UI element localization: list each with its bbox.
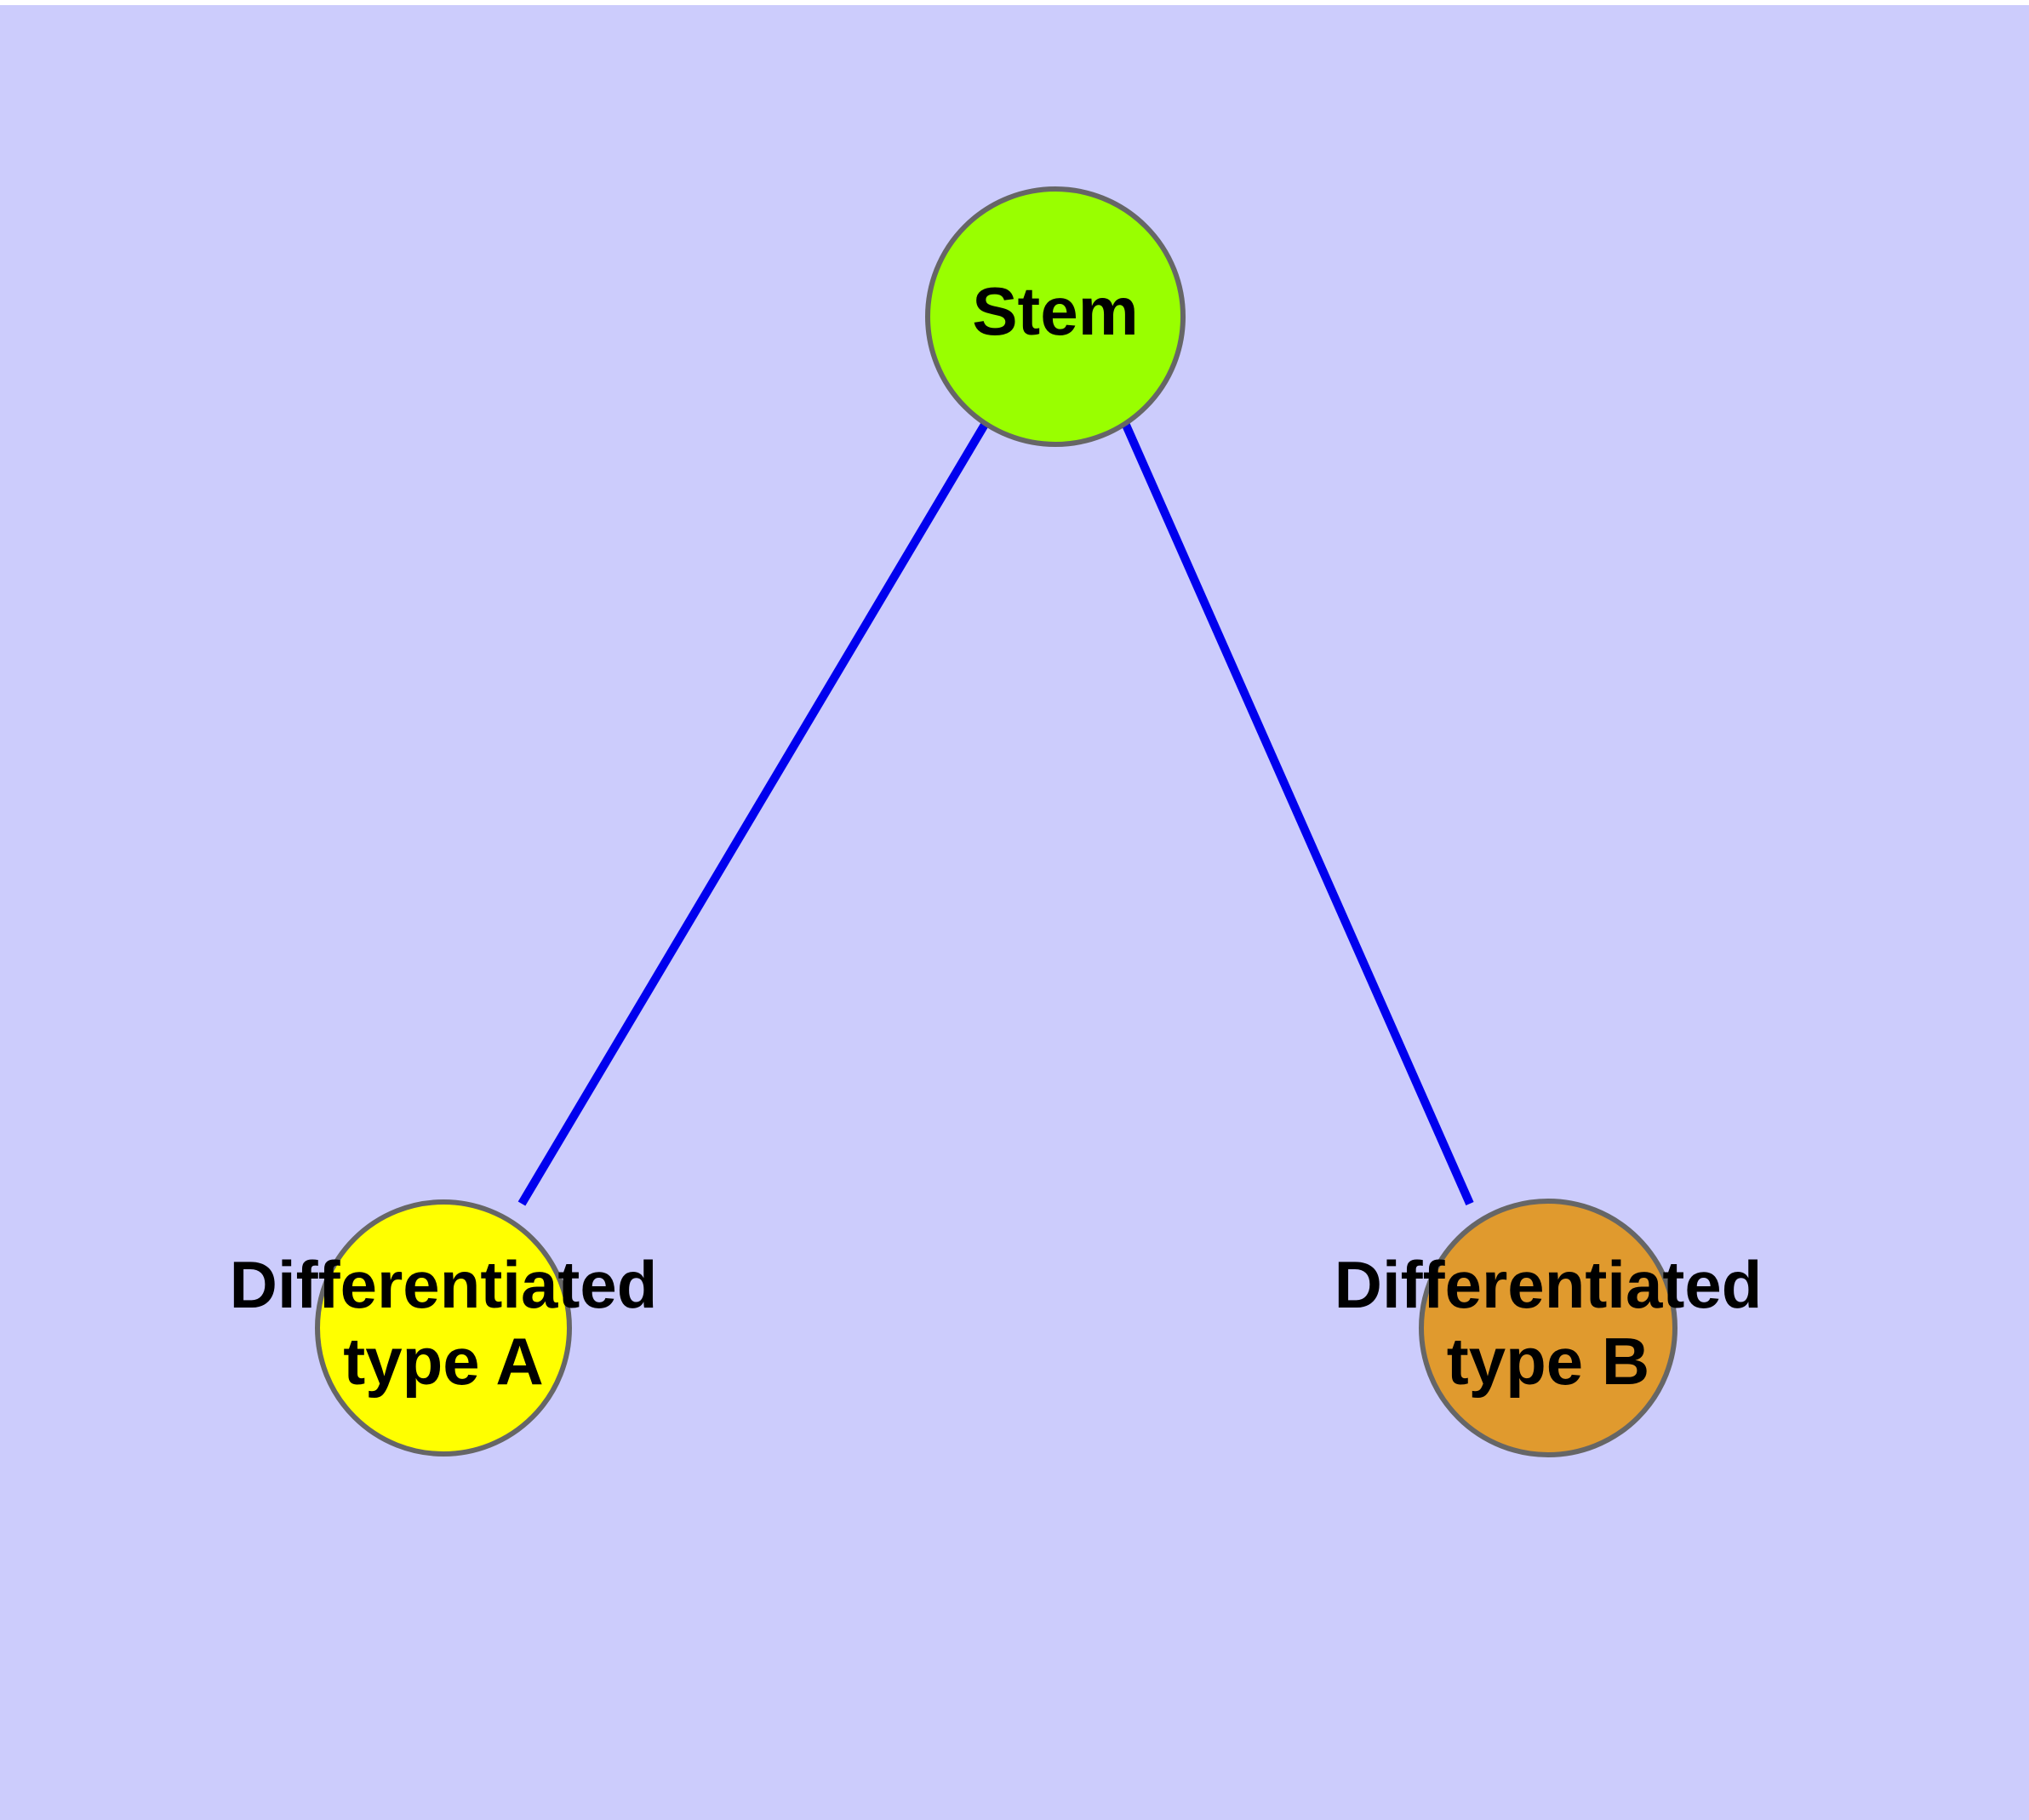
edge-layer xyxy=(517,421,1474,1206)
edge-stem-diff-a[interactable] xyxy=(517,421,990,1206)
edge-stem-diff-b[interactable] xyxy=(1121,421,1474,1206)
node-label-line: Differentiated xyxy=(230,1246,658,1321)
node-label-line: Stem xyxy=(972,273,1139,349)
node-label-line: type B xyxy=(1447,1324,1649,1399)
node-stem[interactable] xyxy=(925,186,1186,447)
node-layer xyxy=(315,186,1677,1457)
node-label-line: Differentiated xyxy=(1335,1246,1763,1321)
node-diff_b[interactable] xyxy=(1419,1199,1677,1457)
node-label-stem: Stem xyxy=(972,273,1139,349)
node-diff_a[interactable] xyxy=(315,1199,572,1457)
node-label-line: type A xyxy=(343,1324,544,1399)
